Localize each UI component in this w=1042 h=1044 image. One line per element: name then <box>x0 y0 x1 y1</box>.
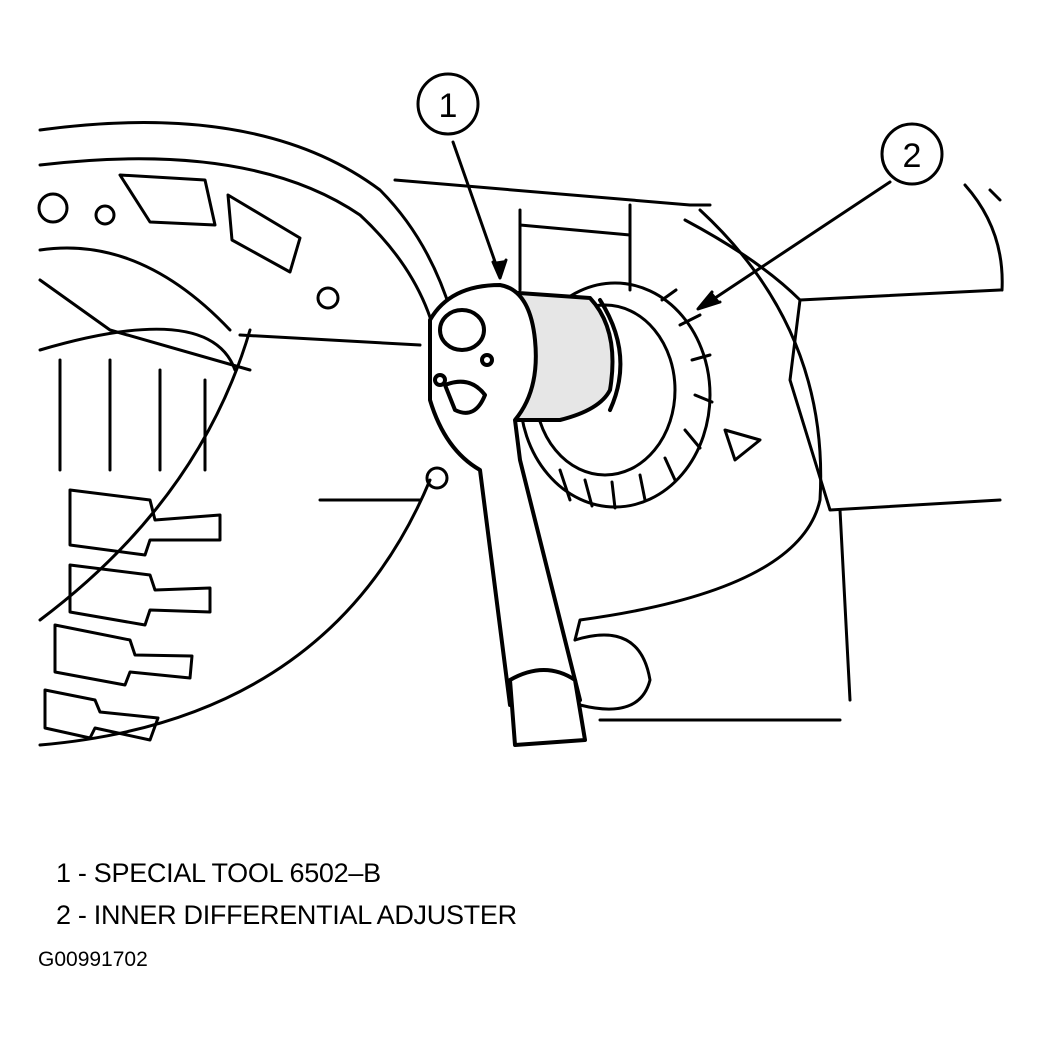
carrier-housing <box>238 178 1004 722</box>
callout-1-number: 1 <box>439 87 458 125</box>
leader-lines <box>451 140 892 311</box>
legend-item-1: 1 - SPECIAL TOOL 6502–B <box>56 858 381 888</box>
callout-2-number: 2 <box>903 137 922 175</box>
ring-gear-teeth <box>43 358 222 742</box>
axle-housing <box>38 121 472 747</box>
callout-1: 1 <box>416 72 480 136</box>
special-tool <box>428 283 623 747</box>
figure-id: G00991702 <box>38 948 148 971</box>
legend: 1 - SPECIAL TOOL 6502–B 2 - INNER DIFFER… <box>56 852 517 936</box>
bolt-holes <box>37 192 449 490</box>
callout-2: 2 <box>880 122 944 186</box>
housing-ribs <box>38 173 302 372</box>
legend-item-2: 2 - INNER DIFFERENTIAL ADJUSTER <box>56 900 517 930</box>
